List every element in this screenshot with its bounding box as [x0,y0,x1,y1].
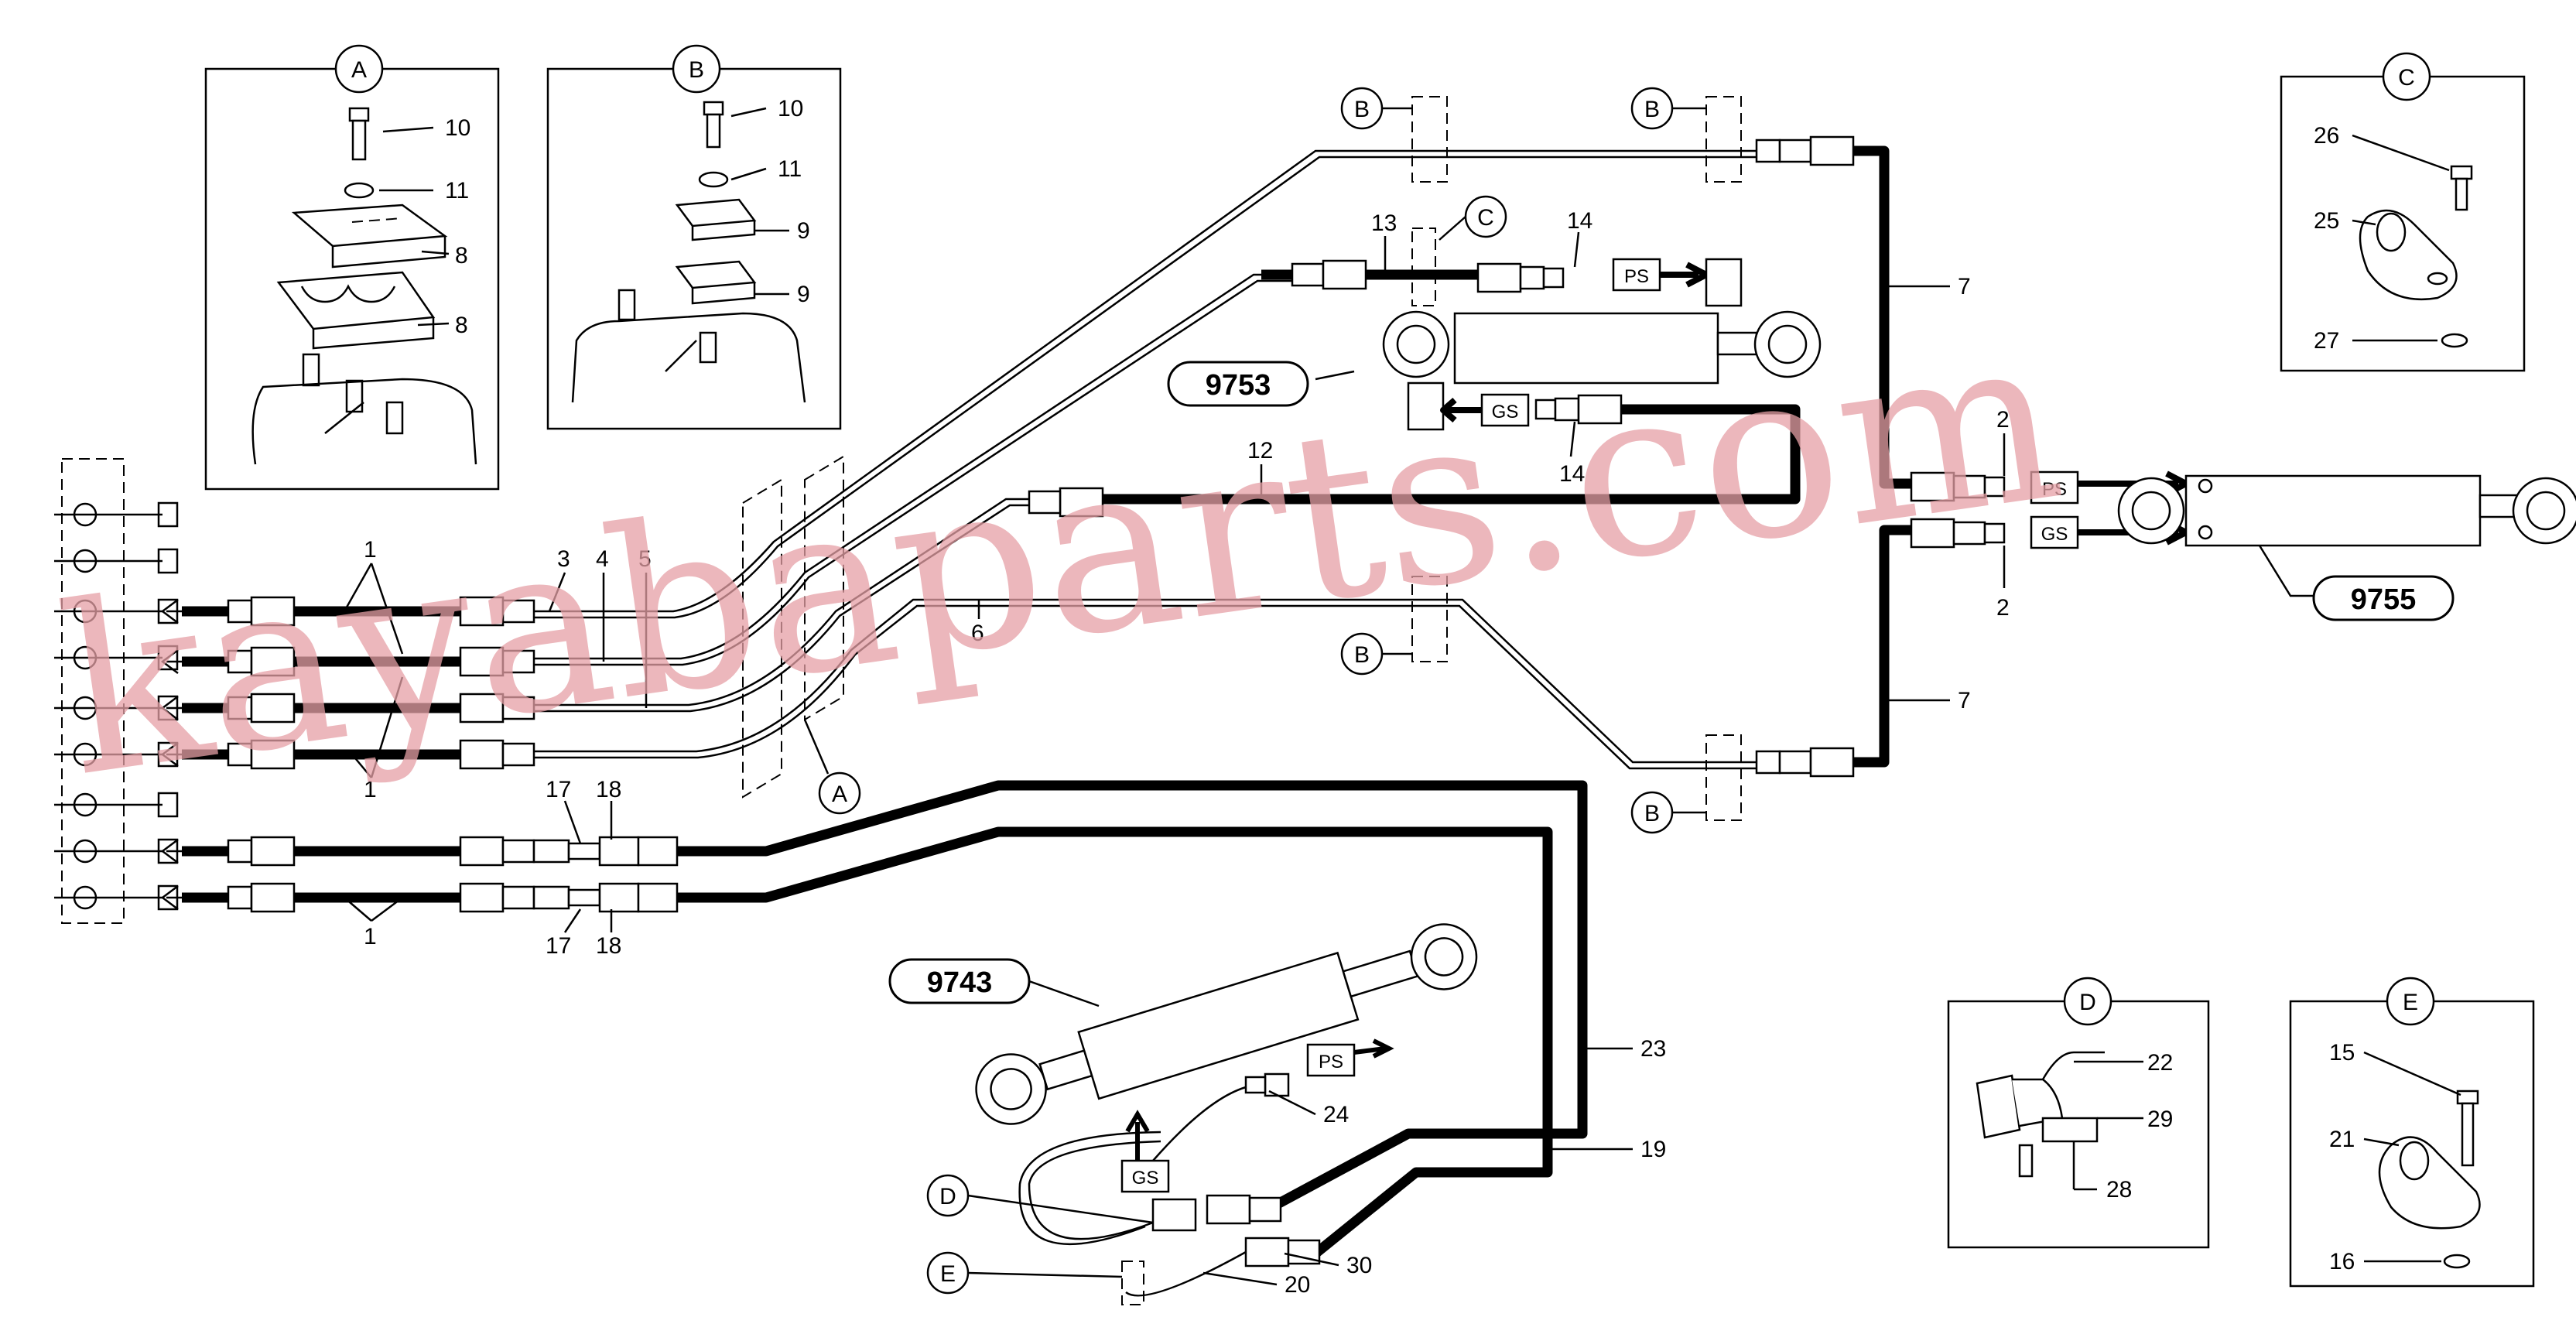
detail-e-callout-15: 15 [2329,1040,2355,1066]
marker-b-1: B [1354,97,1370,122]
callout-1b: 1 [364,777,377,802]
detail-b-letter: B [689,57,704,83]
marker-b-2: B [1644,97,1660,122]
marker-c: C [1477,205,1494,231]
callout-17b: 17 [546,933,571,959]
lower-hoses [677,780,1588,1258]
ref-9743: 9743 [927,966,993,999]
detail-a-callout-8b: 8 [455,313,468,338]
marker-b-4: B [1644,801,1660,826]
callout-20: 20 [1285,1272,1310,1298]
marker-a: A [832,782,847,807]
callout-4: 4 [596,546,609,572]
callout-7b: 7 [1958,688,1971,713]
circle-markers: B B B B C A D E [803,87,1706,1295]
reference-numbers: 9753 9755 9743 [888,361,2455,1007]
callout-12: 12 [1247,438,1273,464]
detail-c-callout-25: 25 [2314,208,2339,234]
cylinder-9753: PS GS [1028,258,1822,518]
detail-d-callout-29: 29 [2147,1107,2173,1132]
detail-c-callout-26: 26 [2314,123,2339,149]
valve-tag-gs-9743: GS [1132,1168,1159,1189]
detail-box-e: E 15 21 16 [2289,977,2535,1288]
marker-e: E [940,1261,956,1287]
callout-18b: 18 [596,933,621,959]
cylinder-9743: PS GS [975,923,1478,1305]
detail-box-c: C 26 25 27 [2280,52,2526,372]
detail-box-b: B 10 11 9 9 [546,44,842,430]
callout-18a: 18 [596,777,621,802]
valve-tag-ps-9753: PS [1624,266,1649,287]
callout-13: 13 [1371,210,1397,236]
callout-30: 30 [1346,1253,1372,1278]
detail-b-callout-9a: 9 [797,218,810,244]
detail-a-callout-8a: 8 [455,243,468,269]
callout-17a: 17 [546,777,571,802]
callout-1a: 1 [364,537,377,563]
upper-right-hoses: PS GS [1755,135,2576,778]
callout-24: 24 [1323,1102,1349,1127]
left-hose-bank [160,149,1780,913]
callout-2a: 2 [1996,407,2010,433]
callout-23: 23 [1640,1036,1666,1062]
detail-e-callout-21: 21 [2329,1127,2355,1152]
marker-b-3: B [1354,642,1370,668]
detail-c-callout-27: 27 [2314,328,2339,354]
marker-d: D [939,1184,956,1209]
valve-block [54,458,179,924]
detail-box-d: D 22 29 28 [1947,977,2210,1249]
detail-e-callout-16: 16 [2329,1249,2355,1274]
detail-c-letter: C [2398,65,2415,91]
callout-leaders [343,231,2006,1286]
callout-3: 3 [557,546,570,572]
callout-14a: 14 [1567,208,1592,234]
callout-7a: 7 [1958,274,1971,299]
ref-9755: 9755 [2351,583,2417,616]
detail-a-callout-11: 11 [445,178,469,204]
detail-a-callout-10: 10 [445,115,470,141]
detail-box-a: A 10 11 8 8 [204,44,500,491]
valve-tag-gs-9753: GS [1492,402,1519,422]
detail-b-callout-11: 11 [778,156,802,182]
ref-9753: 9753 [1206,369,1271,402]
callout-19: 19 [1640,1137,1666,1162]
detail-a-letter: A [351,57,367,83]
detail-b-callout-10: 10 [778,96,803,121]
detail-d-callout-22: 22 [2147,1050,2173,1076]
detail-e-letter: E [2403,990,2418,1015]
clamp-markers [742,96,1742,821]
detail-d-letter: D [2079,990,2096,1015]
callout-2b: 2 [1996,595,2010,621]
callout-6: 6 [971,621,984,646]
detail-d-callout-28: 28 [2106,1177,2132,1202]
valve-tag-ps-9743: PS [1319,1052,1343,1072]
callout-5: 5 [638,546,652,572]
callout-14b: 14 [1559,461,1585,487]
detail-b-callout-9b: 9 [797,282,810,307]
main-callouts: 1 1 1 3 4 5 6 7 7 2 2 12 13 14 14 17 18 … [364,208,2010,1298]
callout-1c: 1 [364,924,377,949]
valve-tag-gs-9755: GS [2041,524,2068,545]
valve-tag-ps-9755: PS [2042,479,2067,500]
